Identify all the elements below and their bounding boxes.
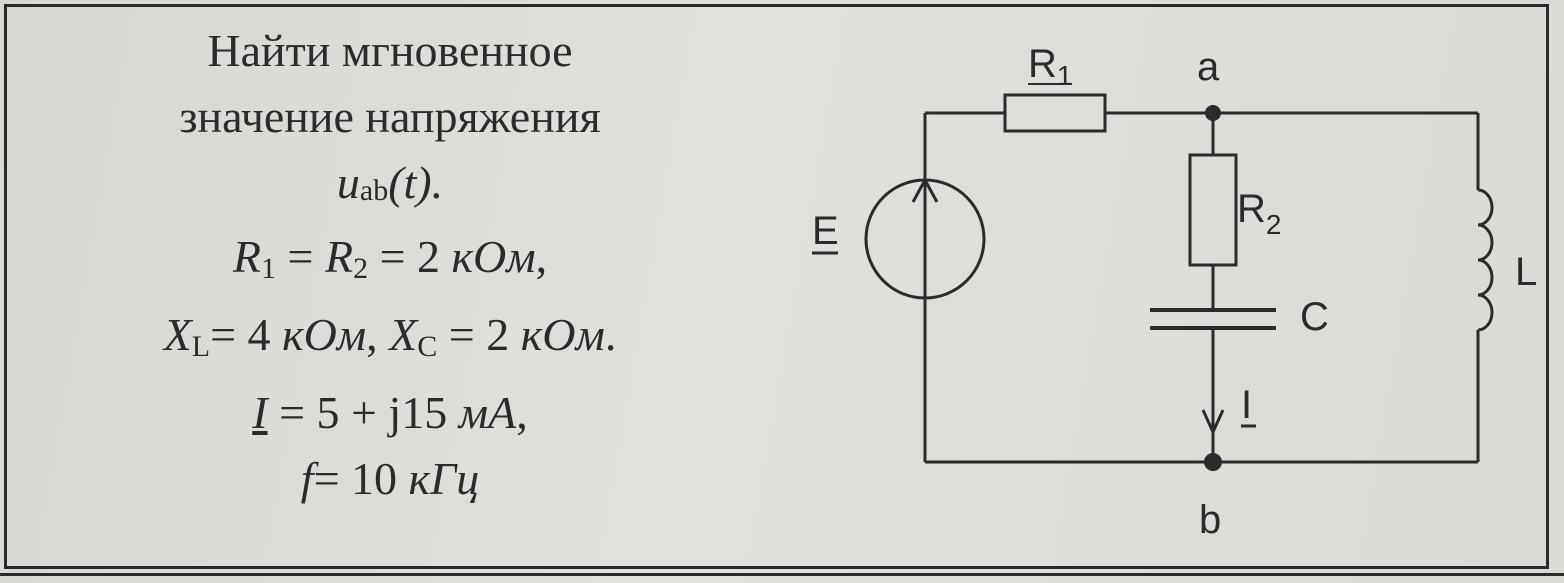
r-equals-1: =	[276, 231, 325, 282]
xl-value: = 4	[210, 309, 283, 360]
r-end: ,	[535, 231, 548, 282]
circuit-wires	[923, 111, 1480, 464]
xl-subscript: L	[191, 330, 211, 363]
node-a-dot	[1205, 105, 1221, 121]
xc-subscript: C	[417, 330, 438, 363]
x-separator: ,	[366, 309, 390, 360]
label-node-a: a	[1197, 45, 1220, 89]
current-arrow	[1201, 409, 1225, 436]
inductor-l	[1477, 188, 1494, 332]
label-r2: R2	[1237, 187, 1281, 240]
capacitor-c	[1150, 308, 1276, 330]
r-value: = 2	[368, 231, 452, 282]
r-unit: кОм	[451, 231, 536, 282]
label-r2-sub: 2	[1266, 209, 1282, 240]
current-value: = 5 + j15	[267, 387, 459, 438]
label-node-b: b	[1199, 498, 1221, 542]
xl-unit: кОм	[282, 309, 367, 360]
r1-subscript: 1	[261, 252, 276, 285]
label-c: C	[1300, 295, 1329, 339]
xc-unit: кОм	[520, 309, 605, 360]
resistor-r2	[1188, 153, 1238, 267]
reactances-line: XL= 4 кОм, XC = 2 кОм.	[40, 302, 740, 380]
label-e: E	[812, 209, 839, 253]
x-end: .	[604, 309, 617, 360]
current-end: ,	[516, 387, 528, 438]
node-b-dot	[1204, 453, 1222, 471]
xc-symbol: X	[389, 309, 418, 360]
resistor-r1	[1003, 93, 1107, 133]
frequency-unit: кГц	[408, 453, 480, 504]
r2-symbol: R	[324, 231, 354, 282]
uab-subscript: ab	[359, 174, 389, 207]
frequency-symbol: f	[300, 453, 314, 504]
current-line: I = 5 + j15 мА,	[40, 380, 740, 446]
label-l: L	[1515, 250, 1537, 294]
label-i: I	[1241, 383, 1252, 427]
label-r1-sub: 1	[1057, 60, 1073, 91]
statement-line-1: Найти мгновенное	[207, 25, 573, 76]
voltage-source-e	[864, 176, 986, 300]
current-symbol: I	[252, 387, 268, 438]
frequency-line: f= 10 кГц	[40, 446, 740, 512]
frequency-value: = 10	[313, 453, 409, 504]
statement-line-2: значение напряжения	[179, 91, 601, 142]
xl-symbol: X	[163, 309, 192, 360]
xc-value: = 2	[437, 309, 521, 360]
statement-line-3: uab(t).	[40, 150, 740, 224]
uab-symbol: u	[336, 157, 360, 208]
card-frame	[4, 4, 1549, 569]
resistances-line: R1 = R2 = 2 кОм,	[40, 224, 740, 302]
bottom-rule	[0, 573, 1564, 576]
r2-subscript: 2	[353, 252, 369, 285]
problem-statement: Найти мгновенное значение напряжения uab…	[40, 18, 740, 512]
uab-argument: (t).	[388, 157, 444, 208]
r1-symbol: R	[232, 231, 261, 282]
current-unit: мА	[458, 387, 517, 438]
